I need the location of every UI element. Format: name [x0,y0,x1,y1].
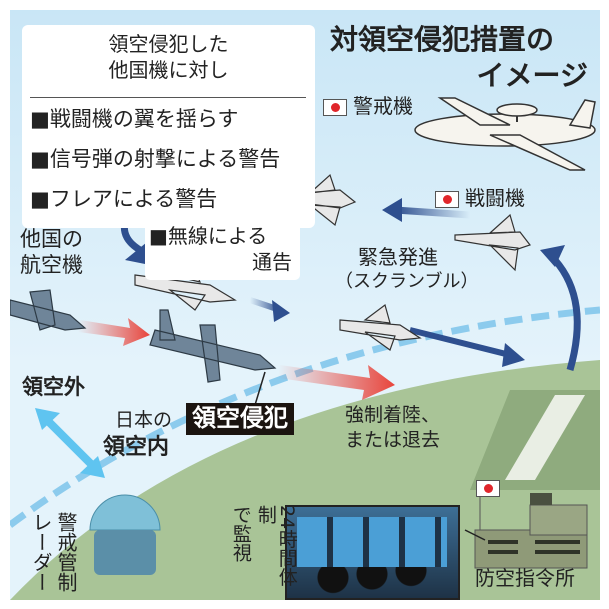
radio-warning-box: ■無線による 通告 [145,222,300,280]
foreign-aircraft-1 [10,289,87,331]
inside-airspace-label-2: 領空内 [103,435,170,460]
airspace-boundary [10,306,600,528]
escort-arrow-2 [409,327,511,358]
japan-flag-icon [476,480,500,497]
radar-dome [89,494,161,575]
divider [30,97,306,98]
airspace-double-arrow [42,415,98,471]
page-title-2: イメージ [476,59,588,92]
foreign-aircraft-2 [149,309,277,383]
scramble-arrow-left [394,206,471,219]
monitor-label: 24時間体制 [254,505,298,587]
fighter-label: 戦闘機 [435,187,525,210]
fighter-jet-1 [279,173,357,227]
monitoring-room-illustration [285,505,460,600]
inside-airspace-label: 日本の [115,409,173,431]
outside-airspace-label: 領空外 [22,375,85,399]
red-arrow-1 [78,318,150,346]
scramble-arrow-up [552,257,581,371]
violation-label: 領空侵犯 [186,403,294,435]
measure-item: ■信号弾の射撃による警告 [30,147,281,171]
command-center-building [474,490,588,569]
diagram-scene: 領空侵犯した 他国機に対し ■戦闘機の翼を揺らす ■信号弾の射撃による警告 ■フ… [10,10,600,600]
page-title: 対領空侵犯措置の [330,23,555,56]
fighter-jet-4 [339,303,422,351]
outcome-label-2: または退去 [345,429,441,451]
outcome-label: 強制着陸、 [345,404,441,426]
radio-warning-line1: ■無線による [149,224,268,248]
scramble-label: 緊急発進 [358,245,438,269]
measures-box: 領空侵犯した 他国機に対し ■戦闘機の翼を揺らす ■信号弾の射撃による警告 ■フ… [22,25,315,228]
measures-heading-1: 領空侵犯した [108,32,229,56]
measures-heading-2: 他国機に対し [108,58,229,82]
japan-flag-icon [435,191,459,208]
awacs-plane [414,97,596,171]
radio-warning-line2: 通告 [252,250,292,274]
awacs-label: 警戒機 [323,95,413,118]
building-flag [476,478,506,497]
japan-flag-icon [323,99,347,116]
fighter-jet-2 [454,213,531,272]
measure-item: ■戦闘機の翼を揺らす [30,107,239,131]
command-center-label: 防空指令所 [475,566,575,590]
measure-item: ■フレアによる警告 [30,187,218,211]
monitor-label-2: で監視 [229,505,252,562]
foreign-aircraft-label: 他国の [20,227,83,251]
red-arrow-2 [278,365,395,400]
radar-label: 警戒管制レーダー [29,512,78,592]
scramble-sub-label: （スクランブル） [335,271,479,292]
foreign-aircraft-label-2: 航空機 [20,253,83,277]
